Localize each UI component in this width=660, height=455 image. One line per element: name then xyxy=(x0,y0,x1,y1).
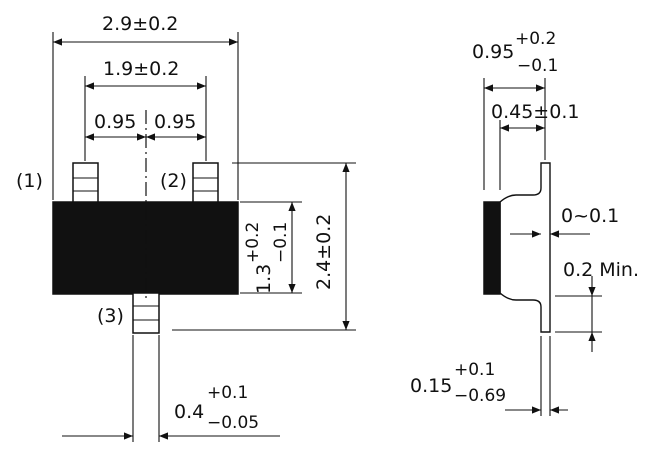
pin-span-value: 1.9±0.2 xyxy=(103,58,179,80)
front-view: (1) (2) (3) 2.9±0.2 1.9±0.2 0.95 0.95 xyxy=(16,13,356,442)
side-view: 0.95 +0.2 −0.1 0.45±0.1 0~0.1 0.2 Min. xyxy=(410,29,639,416)
body-height-upper-tol: +0.2 xyxy=(243,222,263,263)
lead-thickness-upper-tol: +0.1 xyxy=(454,360,495,380)
lead-width-value: 0.4 xyxy=(174,401,204,423)
overall-height-value: 2.4±0.2 xyxy=(313,214,335,290)
lead-span-value: 0.45±0.1 xyxy=(491,101,579,123)
pin-3-lead xyxy=(132,292,160,334)
pin-3-label: (3) xyxy=(97,305,124,327)
pin-1-lead xyxy=(72,162,99,205)
body-height-value: 1.3 xyxy=(253,264,275,294)
thickness-lower-tol: −0.1 xyxy=(517,56,558,76)
dim-thickness: 0.95 +0.2 −0.1 xyxy=(472,29,558,190)
dim-overall-height: 2.4±0.2 xyxy=(172,162,356,331)
lead-thickness-value: 0.15 xyxy=(410,375,452,397)
lead-thickness-lower-tol: −0.69 xyxy=(454,386,506,406)
dim-overall-width: 2.9±0.2 xyxy=(52,13,239,200)
side-package-body xyxy=(483,201,501,295)
pin-2-label: (2) xyxy=(160,170,187,192)
thickness-upper-tol: +0.2 xyxy=(515,29,556,49)
overall-width-value: 2.9±0.2 xyxy=(102,13,178,35)
thickness-value: 0.95 xyxy=(472,41,514,63)
dim-pitch: 0.95 0.95 xyxy=(85,111,206,141)
side-lead-frame xyxy=(499,162,551,333)
pitch-left-value: 0.95 xyxy=(94,111,136,133)
pin-1-label: (1) xyxy=(16,170,43,192)
dim-lead-length: 0.2 Min. xyxy=(555,259,639,352)
pitch-right-value: 0.95 xyxy=(154,111,196,133)
dim-standoff: 0~0.1 xyxy=(510,205,619,238)
standoff-value: 0~0.1 xyxy=(561,205,619,227)
dim-lead-thickness: 0.15 +0.1 −0.69 xyxy=(410,336,568,416)
dim-pin-span: 1.9±0.2 xyxy=(84,58,207,161)
lead-width-lower-tol: −0.05 xyxy=(207,413,259,433)
dim-body-height: 1.3 +0.2 −0.1 xyxy=(240,201,302,294)
lead-width-upper-tol: +0.1 xyxy=(207,383,248,403)
dim-lead-span: 0.45±0.1 xyxy=(491,101,579,190)
pin-2-lead xyxy=(192,162,219,205)
body-height-lower-tol: −0.1 xyxy=(271,222,291,263)
lead-length-value: 0.2 Min. xyxy=(563,259,639,281)
dim-lead-width: 0.4 +0.1 −0.05 xyxy=(62,335,280,442)
